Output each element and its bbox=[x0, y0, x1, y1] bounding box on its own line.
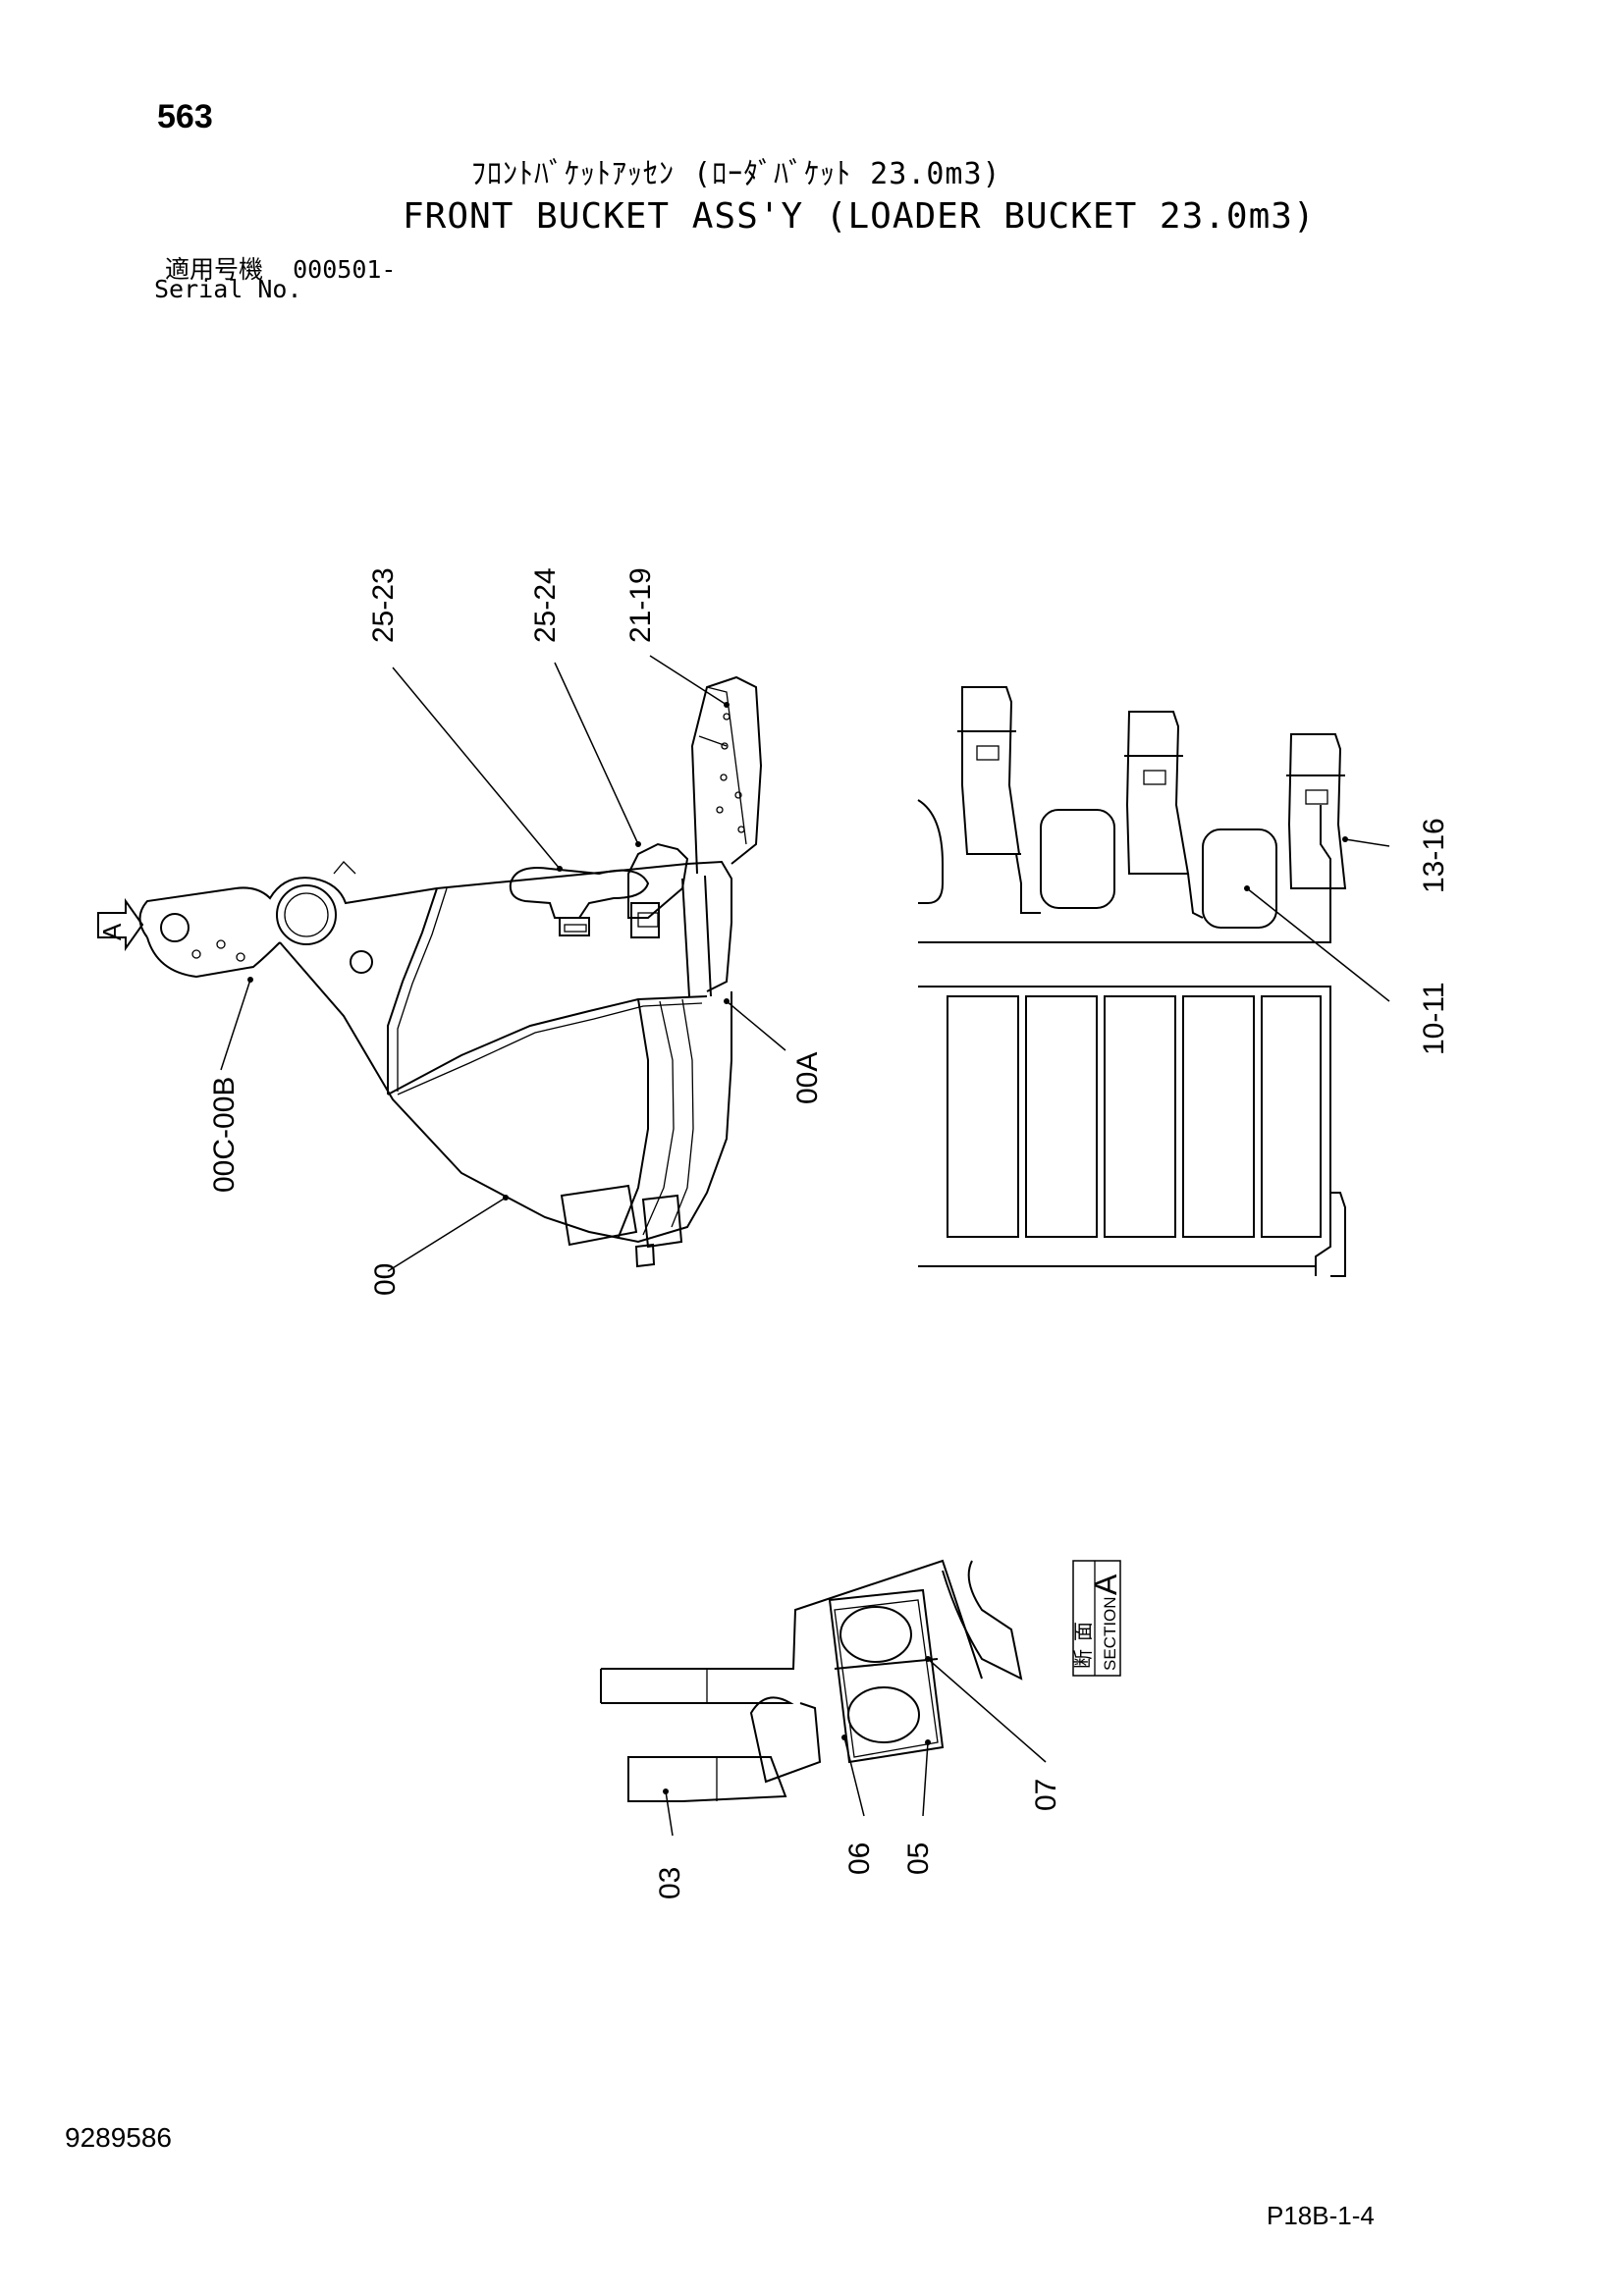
callout-06: 06 bbox=[843, 1842, 876, 1875]
bucket-side-view bbox=[97, 675, 763, 1268]
view-marker-letter: A bbox=[97, 923, 127, 940]
callout-00: 00 bbox=[369, 1263, 402, 1296]
callout-00a: 00A bbox=[791, 1052, 824, 1104]
callout-05: 05 bbox=[902, 1842, 935, 1875]
callout-07: 07 bbox=[1030, 1779, 1062, 1811]
callout-25-24: 25-24 bbox=[529, 567, 562, 643]
serial-label-english: Serial No. bbox=[154, 275, 302, 303]
bucket-front-view bbox=[917, 686, 1347, 1277]
callout-03: 03 bbox=[654, 1867, 686, 1899]
section-label-letter: A bbox=[1088, 1574, 1123, 1595]
callout-13-16: 13-16 bbox=[1418, 818, 1450, 893]
section-a-view bbox=[600, 1559, 1121, 1802]
page-reference: P18B-1-4 bbox=[1267, 2201, 1375, 2230]
callout-21-19: 21-19 bbox=[624, 567, 657, 643]
page-number: 563 bbox=[157, 98, 213, 135]
callout-10-11: 10-11 bbox=[1418, 982, 1450, 1055]
section-label-jp-top: 断 bbox=[1072, 1649, 1095, 1669]
title-japanese: ﾌﾛﾝﾄﾊﾞｹｯﾄｱｯｾﾝ (ﾛｰﾀﾞﾊﾞｹｯﾄ 23.0m3) bbox=[471, 157, 1001, 191]
callout-00c-00b: 00C-00B bbox=[208, 1077, 241, 1193]
leader-lines bbox=[220, 655, 1390, 1837]
serial-label-japanese: 適用号機 bbox=[165, 255, 264, 284]
serial-value: 000501- bbox=[293, 255, 397, 284]
serial-row-japanese: 適用号機 000501- bbox=[165, 250, 396, 286]
drawing-number: 9289586 bbox=[65, 2122, 173, 2153]
title-english: FRONT BUCKET ASS'Y (LOADER BUCKET 23.0m3… bbox=[403, 196, 1316, 237]
callout-25-23: 25-23 bbox=[367, 567, 400, 643]
section-label-en: SECTION bbox=[1101, 1596, 1119, 1671]
section-label-jp-bottom: 面 bbox=[1073, 1622, 1095, 1641]
